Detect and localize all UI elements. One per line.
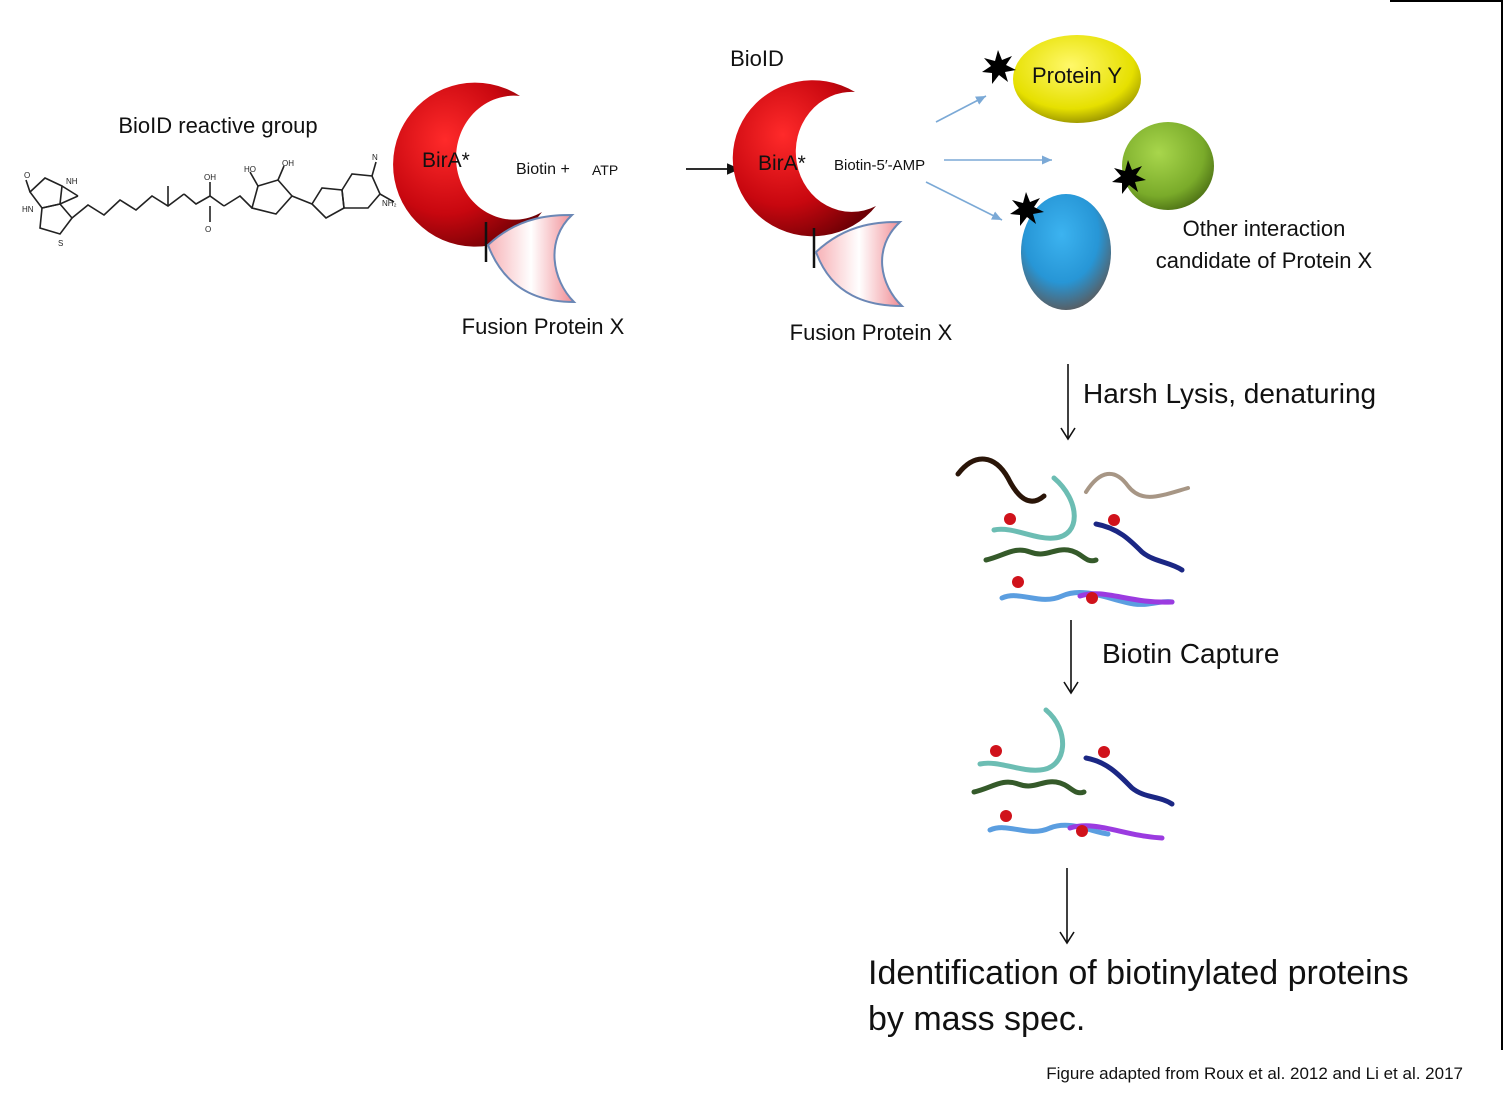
bira-right: BirA* Biotin-5′-AMP [732, 80, 925, 237]
lysis-arrow-head [1060, 427, 1076, 441]
atom-nh-label: NH [66, 177, 78, 186]
captured-strand-teal [977, 707, 1065, 773]
bira-right-shape [732, 80, 876, 237]
atp-label: ATP [592, 162, 618, 178]
atom-hn-label: HN [22, 205, 34, 214]
protein-y-shape [1013, 35, 1141, 123]
strand-dark-brown [955, 456, 1047, 504]
fusion-protein-left-shape [486, 213, 577, 304]
figure-credit: Figure adapted from Roux et al. 2012 and… [1046, 1064, 1463, 1083]
bira-left: BirA* Biotin + ATP [393, 82, 618, 247]
biotin-amp-label: Biotin-5′-AMP [834, 157, 925, 174]
bira-right-label: BirA* [758, 152, 806, 175]
bira-left-shape [393, 82, 542, 247]
blue-candidate-shape [1021, 194, 1111, 310]
biotin-dot [1000, 810, 1012, 822]
biotin-dot [1108, 514, 1120, 526]
fusion-protein-right-shape [814, 220, 905, 308]
atom-s-label: S [58, 239, 63, 248]
fusion-protein-left-label: Fusion Protein X [462, 314, 625, 339]
biotin-star-y [982, 50, 1016, 84]
atom-oh2-label: OH [282, 159, 294, 168]
fusion-protein-right-label: Fusion Protein X [790, 320, 953, 345]
denatured-mixture [955, 456, 1190, 607]
arrow-to-blue [925, 181, 1003, 221]
captured-biotin-dots [990, 745, 1110, 837]
biotin-dot [1098, 746, 1110, 758]
mixture-biotin-dots [1004, 513, 1120, 604]
result-line2: by mass spec. [868, 1000, 1085, 1038]
structure-atom-labels: O HN NH S OH O HO OH N NH₂ [22, 153, 397, 248]
step-lysis-label: Harsh Lysis, denaturing [1083, 378, 1376, 409]
atom-ho-label: HO [244, 165, 256, 174]
strand-tan [1084, 472, 1190, 499]
strand-teal [991, 475, 1077, 541]
biotin-dot [1086, 592, 1098, 604]
bira-left-label: BirA* [422, 149, 470, 172]
step-capture-label: Biotin Capture [1102, 638, 1279, 669]
biotin-star-blue [1010, 192, 1044, 226]
result-line1: Identification of biotinylated proteins [868, 954, 1409, 992]
captured-strand-navy [1083, 755, 1175, 807]
atom-oh-label: OH [204, 173, 216, 182]
arrow-to-protein-y [935, 95, 987, 123]
reactive-group-title: BioID reactive group [118, 113, 317, 138]
captured-mixture [971, 707, 1175, 841]
biotin-dot [1076, 825, 1088, 837]
biotin-dot [1012, 576, 1024, 588]
protein-y-label: Protein Y [1032, 63, 1122, 88]
strand-navy [1093, 521, 1185, 573]
biotin-plus-label: Biotin + [516, 161, 570, 178]
capture-arrow-head [1063, 681, 1079, 695]
other-candidate-line1: Other interaction [1183, 216, 1346, 241]
biotin-amp-structure [25, 161, 395, 235]
other-candidate-line2: candidate of Protein X [1156, 248, 1373, 273]
strand-purple [1077, 591, 1175, 605]
green-candidate-shape [1122, 122, 1214, 210]
atom-n-label: N [372, 153, 378, 162]
captured-strand-dark-green [971, 779, 1087, 796]
bioid-title: BioID [730, 46, 784, 71]
biotin-dot [1004, 513, 1016, 525]
captured-strand-light-blue [987, 822, 1111, 837]
biotin-dot [990, 745, 1002, 757]
final-arrow-head [1059, 931, 1075, 945]
atom-p-label: O [205, 225, 211, 234]
atom-o-label: O [24, 171, 30, 180]
captured-strand-purple [1067, 823, 1165, 841]
atom-nh2-label: NH₂ [382, 199, 397, 208]
strand-dark-green [983, 547, 1099, 564]
biotin-star-green [1112, 160, 1146, 194]
